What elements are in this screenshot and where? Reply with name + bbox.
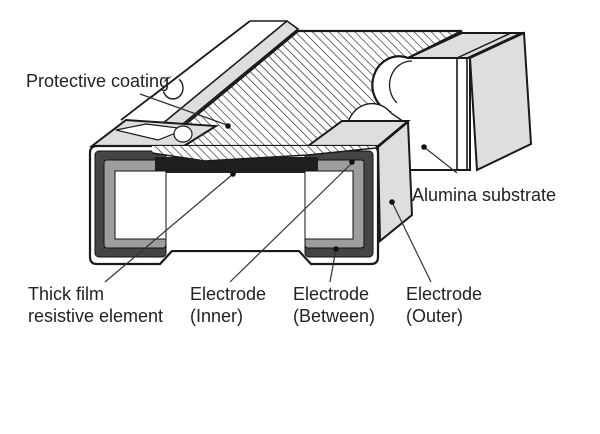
substrate-bar-end-face — [468, 31, 533, 172]
coating-bottom-edge — [151, 147, 377, 162]
leader-protective-coating — [139, 93, 228, 126]
leader-lines — [104, 93, 458, 283]
strip-far-edge-line-over — [149, 60, 199, 99]
dot-electrode-outer — [389, 199, 395, 205]
outer-electrode-3d-faces — [304, 119, 414, 244]
substrate-strip-far-edge — [120, 19, 300, 153]
dot-thick-film — [230, 171, 236, 177]
dot-alumina-substrate — [421, 144, 427, 150]
leader-alumina-substrate — [423, 146, 458, 174]
right-cap-side-face-outer-electrode — [376, 119, 414, 244]
leader-dots — [225, 123, 427, 252]
leader-electrode-inner — [229, 162, 353, 283]
thick-film-resistive-element — [155, 157, 318, 173]
label-electrode-between-line2: (Between) — [293, 306, 375, 326]
resistor-cross-section — [88, 144, 380, 266]
substrate-break-line-top-2 — [466, 32, 522, 59]
label-thick-film-line2: resistive element — [28, 306, 163, 326]
dot-electrode-inner — [349, 159, 355, 165]
label-electrode-between-line1: Electrode — [293, 284, 369, 304]
dot-protective-coating — [225, 123, 231, 129]
coating-cross-section-sliver — [152, 146, 376, 161]
left-cap-top — [89, 118, 220, 147]
label-thick-film-line1: Thick film — [28, 284, 104, 304]
label-electrode-outer-line1: Electrode — [406, 284, 482, 304]
label-electrode-outer-line2: (Outer) — [406, 306, 463, 326]
dot-electrode-between — [333, 246, 339, 252]
label-protective-coating: Protective coating — [26, 71, 169, 91]
substrate-interior-center — [168, 173, 304, 250]
substrate-break-line-top-1 — [456, 32, 512, 59]
label-electrode-inner-line1: Electrode — [190, 284, 266, 304]
label-electrode-inner-line2: (Inner) — [190, 306, 243, 326]
label-alumina-substrate: Alumina substrate — [412, 185, 556, 205]
leader-electrode-outer — [391, 201, 432, 283]
leader-thick-film — [104, 173, 234, 283]
left-cap-castellation — [173, 125, 193, 143]
labels: Protective coating Alumina substrate Thi… — [26, 71, 556, 326]
leader-electrode-between — [329, 248, 337, 283]
substrate-interior-right — [304, 170, 354, 240]
substrate-castellation-notch-arc — [388, 60, 413, 104]
substrate-interior-left — [114, 170, 167, 240]
